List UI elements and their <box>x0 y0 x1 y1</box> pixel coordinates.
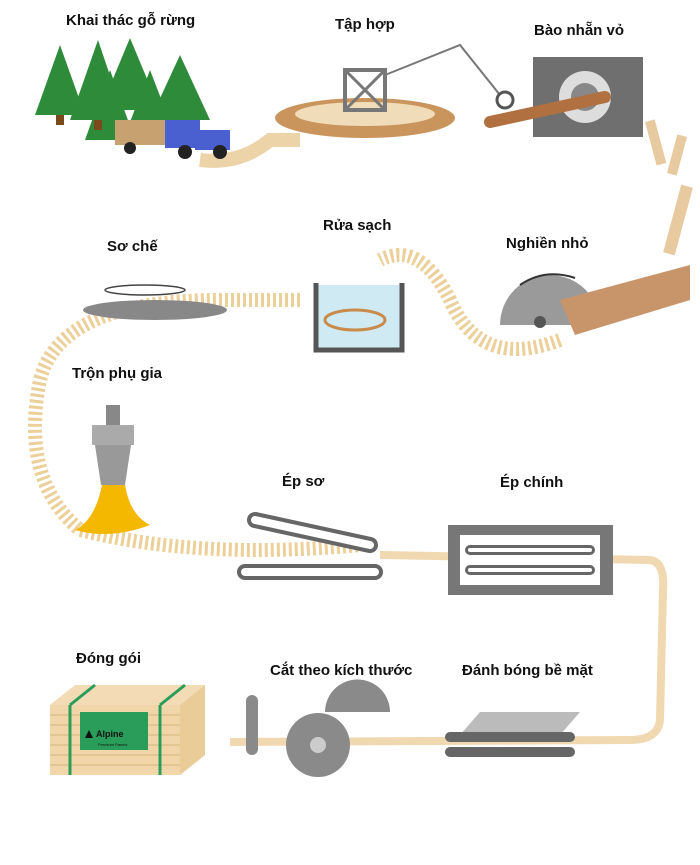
label-preprocessing: Sơ chế <box>107 238 158 255</box>
label-mixing: Trộn phụ gia <box>72 365 163 382</box>
label-main-pressing: Ép chính <box>500 474 563 491</box>
grinder-machine-icon <box>500 265 690 335</box>
label-sanding: Đánh bóng bề mặt <box>462 662 593 679</box>
flow-path-top <box>199 133 300 168</box>
main-press-icon <box>448 525 613 595</box>
label-washing: Rửa sạch <box>323 217 391 234</box>
package-logo-subtitle: Premium Panels <box>98 742 127 747</box>
bark-chips <box>644 119 693 256</box>
prepress-conveyor-icon <box>237 512 383 580</box>
debarker-machine-icon <box>484 57 643 137</box>
label-debarking: Bào nhẵn vỏ <box>534 22 624 39</box>
package-logo-brand: Alpine <box>96 729 124 739</box>
saw-blades-icon <box>246 679 390 777</box>
preprocessing-disc-icon <box>83 284 227 320</box>
label-packing: Đóng gói <box>76 650 141 667</box>
mixer-nozzle-icon <box>75 405 150 534</box>
label-prepressing: Ép sơ <box>282 473 325 490</box>
label-collecting: Tập hợp <box>335 16 395 33</box>
flow-path-board <box>229 551 668 746</box>
packaged-panels-icon <box>50 683 205 775</box>
logging-truck-icon <box>115 120 230 159</box>
label-logging: Khai thác gỗ rừng <box>66 12 195 29</box>
label-grinding: Nghiền nhỏ <box>506 235 589 252</box>
crane-yard-icon <box>275 43 515 138</box>
label-cutting: Cắt theo kích thước <box>270 661 412 679</box>
sanding-machine-icon <box>445 712 580 757</box>
wash-tank-icon <box>313 283 405 353</box>
